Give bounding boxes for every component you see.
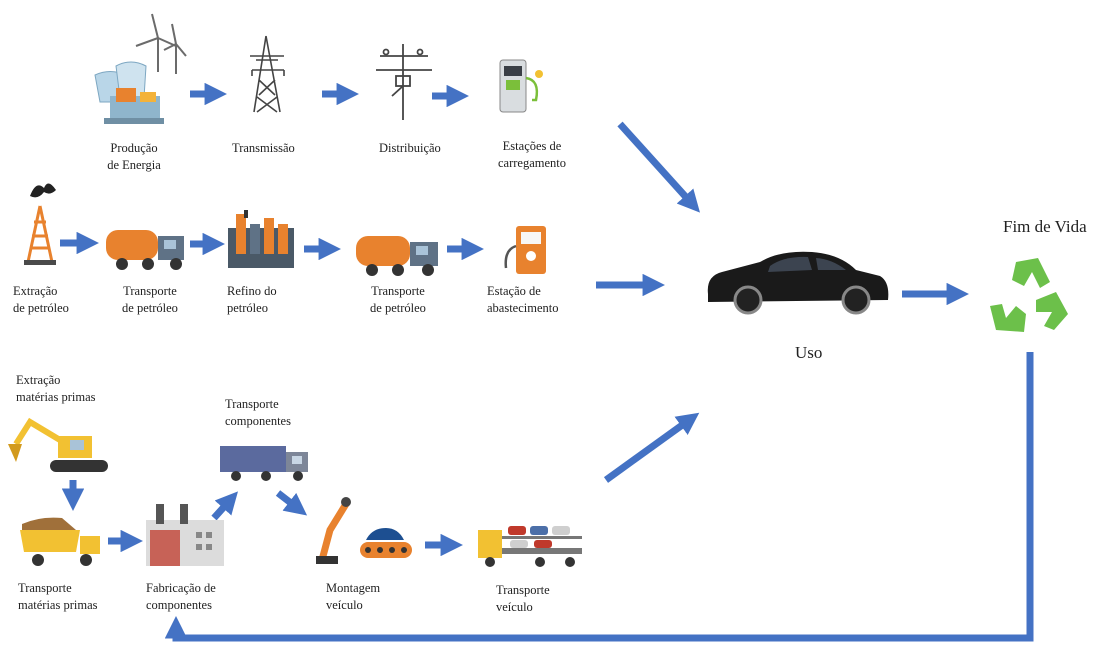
car-icon — [707, 251, 889, 315]
label-fuel-station: Estação de abastecimento — [487, 284, 559, 315]
refinery-icon — [228, 210, 294, 268]
transmission-tower-icon — [250, 35, 285, 113]
label-transmission: Transmissão — [232, 141, 295, 155]
power-plant-icon — [94, 61, 164, 124]
car-carrier-icon — [478, 526, 582, 567]
label-refining: Refino do petróleo — [227, 284, 277, 315]
dump-truck-icon — [20, 517, 100, 566]
robot-arm-icon — [316, 497, 351, 564]
oil-tanker-truck-icon-2 — [356, 236, 438, 276]
label-production: Produção de Energia — [107, 141, 161, 172]
arrow-manufacturing-componenttransport — [211, 491, 238, 521]
recycle-icon — [990, 258, 1068, 332]
label-charging: Estações de carregamento — [497, 139, 566, 170]
label-oil-transport-1: Transporte de petróleo — [122, 284, 178, 315]
wind-turbine-icon — [135, 13, 187, 74]
utility-pole-icon — [376, 44, 432, 120]
oil-tanker-truck-icon — [106, 230, 184, 270]
fuel-pump-icon — [504, 226, 546, 274]
label-assembly: Montagem veículo — [326, 581, 381, 612]
label-component-manufacturing: Fabricação de componentes — [146, 581, 216, 612]
arrow-charging-use — [617, 121, 701, 213]
label-component-transport: Transporte componentes — [225, 397, 291, 428]
label-distribution: Distribuição — [379, 141, 441, 155]
factory-icon — [146, 504, 224, 566]
arrow-manufacturing-use — [603, 412, 700, 483]
oil-derrick-icon — [24, 183, 56, 265]
flow-arrows — [60, 82, 1034, 642]
arrow-componenttransport-assembly — [275, 490, 308, 516]
excavator-icon — [8, 417, 108, 472]
label-raw-extraction: Extração matérias primas — [16, 373, 96, 404]
assembly-line-icon — [360, 528, 412, 558]
charging-station-icon — [499, 59, 543, 113]
label-use: Uso — [795, 343, 823, 362]
cargo-truck-icon — [220, 446, 308, 481]
arrow-recycling-loop — [164, 352, 1034, 642]
label-oil-extraction: Extração de petróleo — [13, 284, 69, 315]
label-oil-transport-2: Transporte de petróleo — [370, 284, 426, 315]
label-end-of-life: Fim de Vida — [1003, 217, 1087, 236]
label-vehicle-transport: Transporte veículo — [496, 583, 550, 614]
label-raw-transport: Transporte matérias primas — [18, 581, 98, 612]
